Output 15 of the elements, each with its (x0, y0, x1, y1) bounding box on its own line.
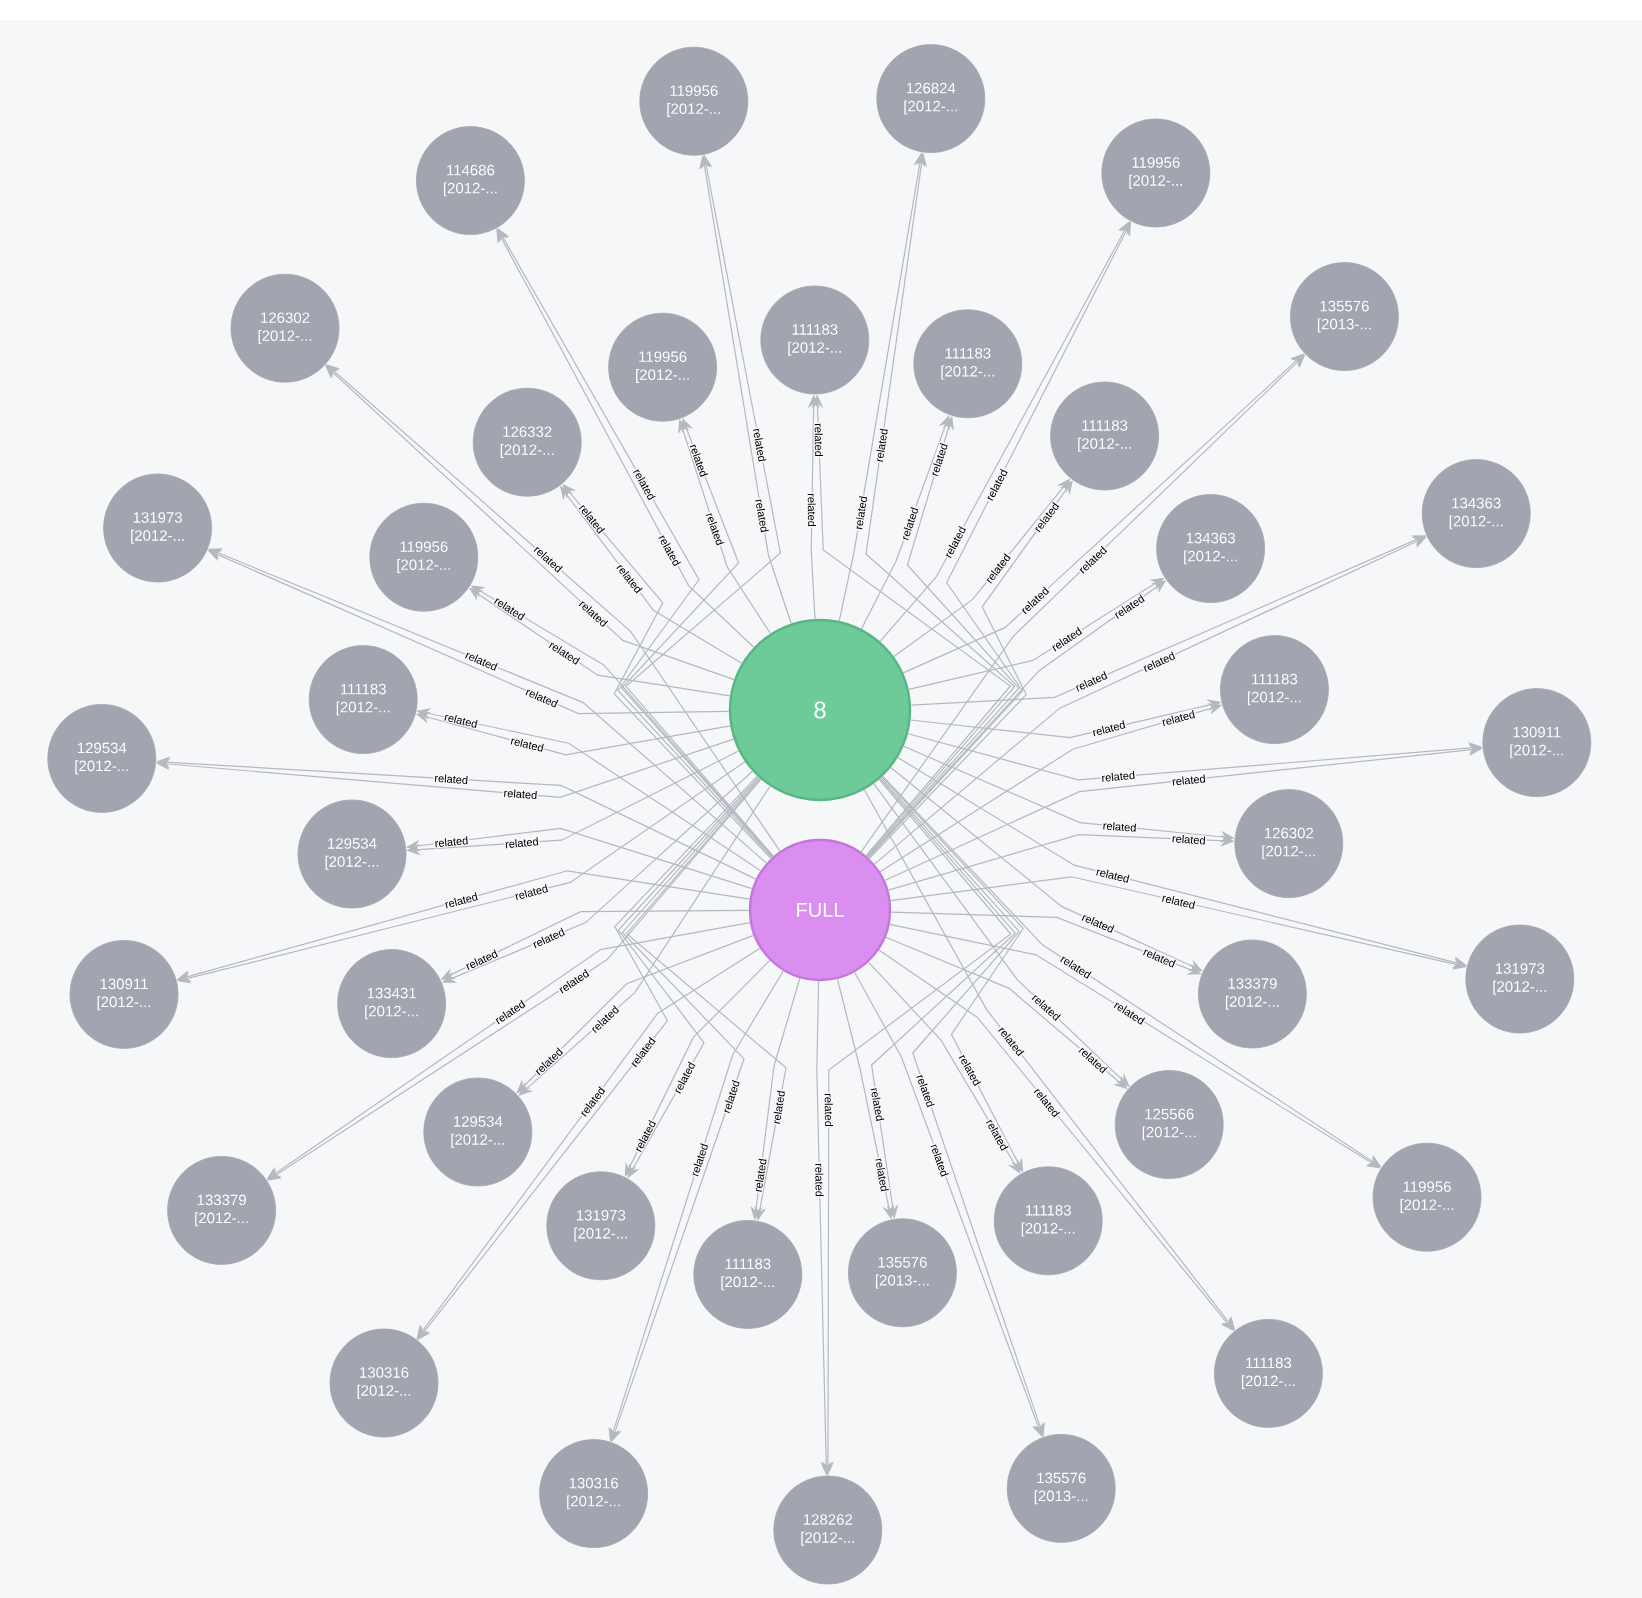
arrow (893, 478, 1071, 658)
arrow (156, 738, 735, 798)
arrow (890, 766, 1203, 972)
arrow (867, 961, 1021, 1174)
hub-node: 8 (728, 618, 912, 802)
arrow (889, 923, 1381, 1169)
arrow (267, 778, 762, 1181)
arrow (624, 959, 771, 1177)
arrow (516, 934, 755, 1094)
arrow (873, 536, 1427, 865)
arrow (880, 777, 1045, 1437)
arrow (868, 480, 1073, 860)
arrow (870, 778, 1017, 1219)
arrow (406, 827, 753, 890)
hub-node: FULL (748, 838, 892, 982)
